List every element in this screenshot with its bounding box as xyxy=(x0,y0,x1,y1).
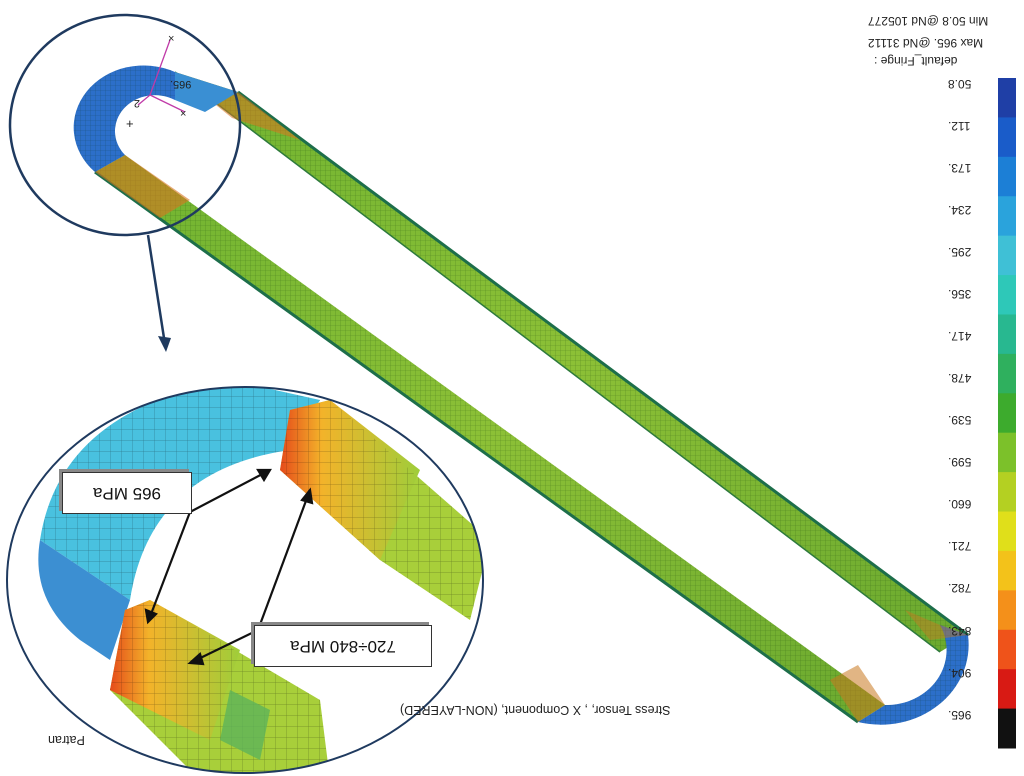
svg-text:2: 2 xyxy=(134,97,140,109)
legend-swatch xyxy=(998,472,1016,513)
legend-swatch xyxy=(998,629,1016,670)
legend-swatch xyxy=(998,432,1016,473)
legend-swatch xyxy=(998,353,1016,394)
legend-tick-label: 295. xyxy=(948,245,972,260)
max-node-label: 965. xyxy=(170,78,192,90)
legend-swatch xyxy=(998,511,1016,552)
legend-tick-label: 356. xyxy=(948,287,972,302)
zoom-detail xyxy=(7,387,483,773)
legend-tick-label: 599. xyxy=(948,455,972,470)
legend-tick-label: 904. xyxy=(948,665,972,680)
legend-tick-label: 965. xyxy=(948,707,972,722)
svg-text:×: × xyxy=(180,108,186,120)
legend-tick-label: 50.8 xyxy=(948,77,972,91)
legend-swatch xyxy=(998,235,1016,276)
lower-bend xyxy=(830,610,969,725)
legend-tick-label: 234. xyxy=(948,203,972,218)
legend-colorbar xyxy=(998,78,1016,749)
legend-tick-label: 112. xyxy=(948,119,971,134)
legend-swatch xyxy=(998,314,1016,355)
legend-max-label: Max 965. @Nd 31112 xyxy=(868,36,984,50)
legend-swatch xyxy=(998,196,1016,237)
legend-swatch xyxy=(998,669,1016,710)
legend-swatch xyxy=(998,117,1016,158)
lower-bar xyxy=(94,155,885,724)
coordinate-triad: × × 2 + xyxy=(126,33,186,131)
legend-tick-label: 173. xyxy=(948,161,972,176)
legend-swatch xyxy=(998,275,1016,315)
legend-swatch xyxy=(998,590,1016,631)
callout-peak-stress: 965 MPa xyxy=(62,472,192,514)
legend-swatch xyxy=(998,78,1016,118)
footer-app-name: Patran xyxy=(48,733,85,747)
zoom-arrow xyxy=(146,234,171,352)
legend-tick-label: 660. xyxy=(948,497,972,512)
legend-title: default_Fringe : xyxy=(874,54,958,68)
legend-tick-label: 782. xyxy=(948,581,972,596)
svg-text:×: × xyxy=(168,33,174,45)
legend-swatch xyxy=(998,708,1016,749)
legend-tick-label: 417. xyxy=(948,329,972,344)
footer-result-label: Stress Tensor, , X Component, (NON-LAYER… xyxy=(400,703,671,717)
legend-tick-label: 721. xyxy=(948,539,972,554)
zoom-ellipse xyxy=(6,386,484,774)
focus-circle xyxy=(8,13,242,237)
legend-min-label: Min 50.8 @Nd 105277 xyxy=(868,14,989,28)
legend-tick-label: 539. xyxy=(948,413,972,428)
upper-bend xyxy=(73,65,238,172)
svg-text:+: + xyxy=(126,116,134,131)
legend-tick-label: 478. xyxy=(948,371,972,386)
legend-swatch xyxy=(998,156,1016,197)
legend-swatch xyxy=(998,550,1016,591)
legend-tick-label: 843. xyxy=(948,623,972,638)
legend-swatch xyxy=(998,393,1016,434)
callout-stress-range: 720÷840 MPa xyxy=(254,625,432,667)
